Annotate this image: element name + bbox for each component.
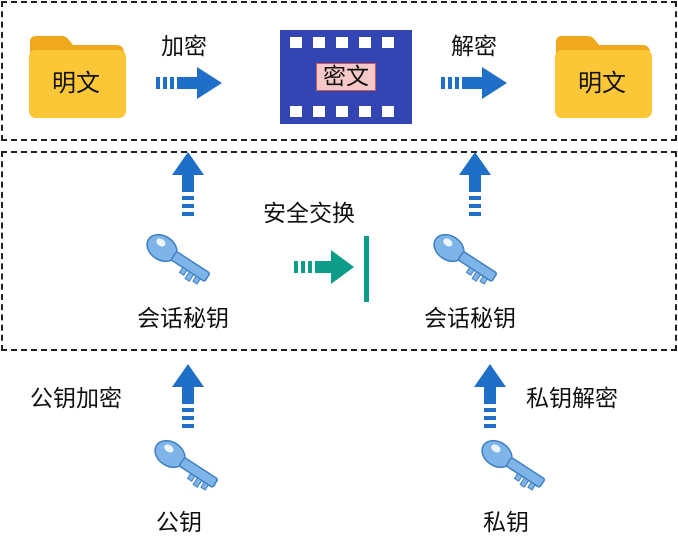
dashed-arrow-up-icon [459, 152, 491, 216]
dashed-arrow-right-icon [294, 250, 354, 284]
key-icon [154, 439, 218, 491]
private-key-label: 私钥 [483, 510, 529, 536]
decrypt-label: 解密 [451, 34, 497, 60]
session-key-label-left: 会话秘钥 [137, 306, 229, 332]
plaintext-folder-left: 明文 [26, 36, 126, 118]
encrypt-label: 加密 [161, 34, 207, 60]
public-key-label: 公钥 [156, 510, 202, 536]
folder-icon [29, 36, 126, 118]
key-icon [146, 233, 210, 285]
top-dashed-box [1, 1, 677, 141]
private-key-decrypt-label: 私钥解密 [526, 386, 618, 412]
dashed-arrow-up-icon [474, 364, 506, 428]
key-icon [481, 439, 545, 491]
dashed-arrow-up-icon [172, 152, 204, 216]
ciphertext-film: 密文 [280, 30, 412, 124]
dashed-arrow-up-icon [172, 364, 204, 428]
dashed-arrow-right-icon [156, 67, 222, 99]
session-key-label-right: 会话秘钥 [424, 306, 516, 332]
exchange-barrier [364, 236, 369, 302]
ciphertext-label: 密文 [316, 63, 376, 91]
plaintext-right-label: 明文 [578, 69, 626, 97]
folder-icon [555, 36, 652, 118]
secure-exchange-label: 安全交换 [263, 201, 355, 227]
plaintext-left-label: 明文 [52, 69, 100, 97]
dashed-arrow-right-icon [441, 67, 507, 99]
plaintext-folder-right: 明文 [552, 36, 652, 118]
middle-dashed-box [1, 151, 677, 351]
public-key-encrypt-label: 公钥加密 [30, 386, 122, 412]
key-icon [433, 233, 497, 285]
